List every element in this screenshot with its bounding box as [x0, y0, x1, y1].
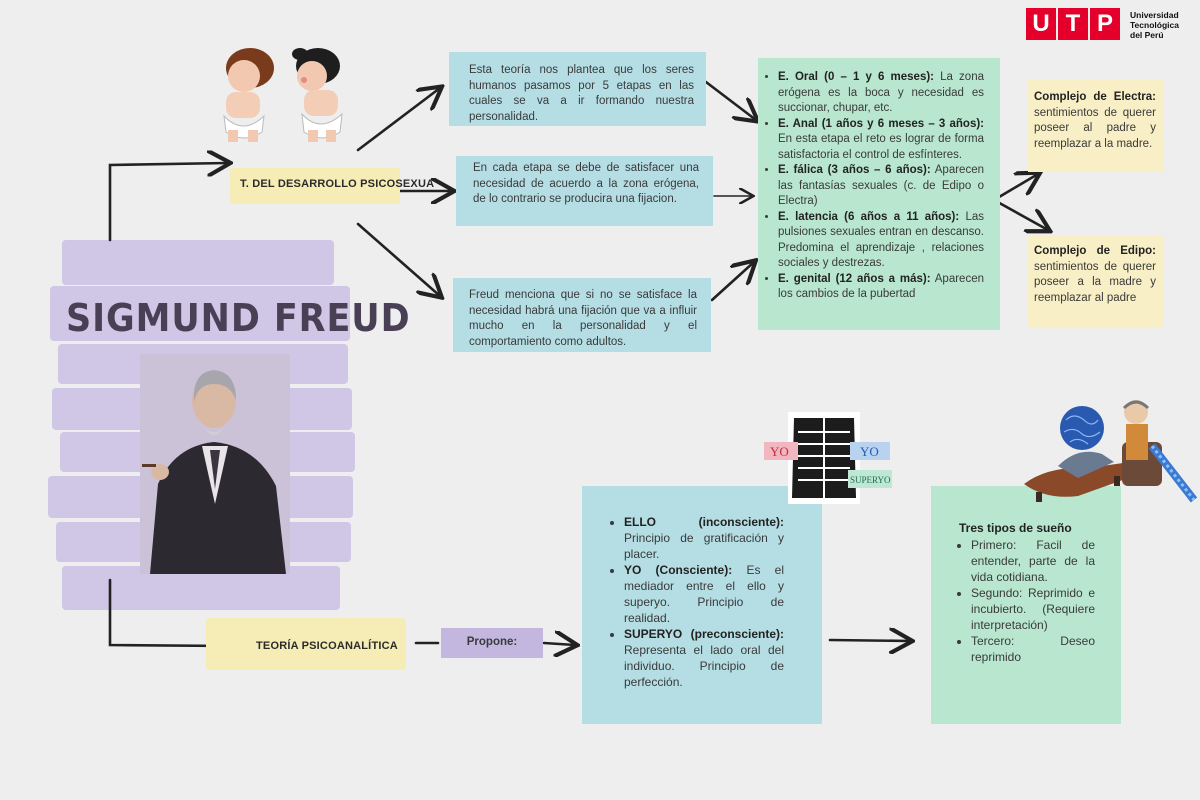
structure-ello: ELLO (inconsciente): Principio de gratif…	[624, 514, 784, 562]
dream-types-title: Tres tipos de sueño	[959, 520, 1095, 536]
oedipus-complex-text: sentimientos de querer poseer a la madre…	[1034, 261, 1156, 304]
stage-anal-text: En esta etapa el reto es lograr de forma…	[778, 133, 984, 161]
info-box-need-satisfaction-text: En cada etapa se debe de satisfacer una …	[473, 162, 699, 205]
mask-label-yo-right: YO	[860, 444, 879, 459]
stage-phallic-head: E. fálica (3 años – 6 años):	[778, 164, 931, 176]
info-box-need-satisfaction: En cada etapa se debe de satisfacer una …	[456, 156, 713, 226]
branch-top-label: T. DEL DESARROLLO PSICOSEXUA	[240, 178, 434, 190]
structure-yo: YO (Consciente): Es el mediador entre el…	[624, 562, 784, 626]
utp-university-name: Universidad Tecnológica del Perú	[1130, 10, 1179, 40]
mask-face-illustration: YO YO SUPERYO	[764, 412, 894, 504]
therapy-session-illustration	[1018, 396, 1198, 516]
stage-anal: E. Anal (1 años y 6 meses – 3 años): En …	[778, 117, 984, 164]
branch-bottom-label: TEORÍA PSICOANALÍTICA	[256, 640, 398, 652]
stage-anal-head: E. Anal (1 años y 6 meses – 3 años):	[778, 118, 984, 130]
oedipus-complex-head: Complejo de Edipo:	[1034, 245, 1156, 257]
utp-letter-u: U	[1026, 8, 1056, 40]
info-box-fixation-text: Freud menciona que si no se satisface la…	[469, 289, 697, 348]
mask-label-yo-left: YO	[770, 444, 789, 459]
info-box-stages-intro-text: Esta teoría nos plantea que los seres hu…	[469, 64, 694, 123]
utp-name-line-3: del Perú	[1130, 30, 1179, 40]
page-title: SIGMUND FREUD	[66, 296, 411, 340]
electra-complex-text: sentimientos de querer poseer al padre y…	[1034, 107, 1156, 150]
dream-type-item: Segundo: Reprimido e incubierto. (Requie…	[971, 585, 1095, 633]
info-box-stages-intro: Esta teoría nos plantea que los seres hu…	[449, 52, 706, 126]
electra-complex-box: Complejo de Electra: sentimientos de que…	[1028, 80, 1164, 172]
stage-genital-head: E. genital (12 años a más):	[778, 273, 931, 285]
psyche-structures-box: ELLO (inconsciente): Principio de gratif…	[582, 486, 822, 724]
stage-latency: E. latencia (6 años a 11 años): Las puls…	[778, 210, 984, 272]
structure-ello-text: Principio de gratificación y placer.	[624, 531, 784, 561]
electra-complex-head: Complejo de Electra:	[1034, 91, 1156, 103]
structure-ello-head: ELLO (inconsciente):	[624, 515, 784, 529]
psychosexual-stages-box: E. Oral (0 – 1 y 6 meses): La zona eróge…	[758, 58, 1000, 330]
structure-yo-head: YO (Consciente):	[624, 563, 732, 577]
dream-type-item: Tercero: Deseo reprimido	[971, 633, 1095, 665]
utp-letter-t: T	[1058, 8, 1088, 40]
utp-letter-p: P	[1090, 8, 1120, 40]
stage-phallic: E. fálica (3 años – 6 años): Aparecen la…	[778, 163, 984, 210]
stage-oral-head: E. Oral (0 – 1 y 6 meses):	[778, 71, 934, 83]
structure-superyo: SUPERYO (preconsciente): Representa el l…	[624, 626, 784, 690]
dream-types-box: Tres tipos de sueño Primero: Facil de en…	[931, 486, 1121, 724]
structure-superyo-text: Representa el lado oral del individuo. P…	[624, 643, 784, 689]
structure-superyo-head: SUPERYO (preconsciente):	[624, 627, 784, 641]
oedipus-complex-box: Complejo de Edipo: sentimientos de quere…	[1028, 236, 1164, 328]
stage-latency-head: E. latencia (6 años a 11 años):	[778, 211, 959, 223]
freud-portrait	[140, 354, 290, 574]
utp-name-line-1: Universidad	[1130, 10, 1179, 20]
propone-label: Propone:	[467, 636, 517, 648]
stage-oral: E. Oral (0 – 1 y 6 meses): La zona eróge…	[778, 70, 984, 117]
propone-box: Propone:	[441, 628, 543, 658]
utp-name-line-2: Tecnológica	[1130, 20, 1179, 30]
dream-type-item: Primero: Facil de entender, parte de la …	[971, 537, 1095, 585]
stage-genital: E. genital (12 años a más): Aparecen los…	[778, 272, 984, 303]
children-illustration	[208, 40, 358, 145]
info-box-fixation: Freud menciona que si no se satisface la…	[453, 278, 711, 352]
mask-label-superyo: SUPERYO	[850, 475, 891, 485]
